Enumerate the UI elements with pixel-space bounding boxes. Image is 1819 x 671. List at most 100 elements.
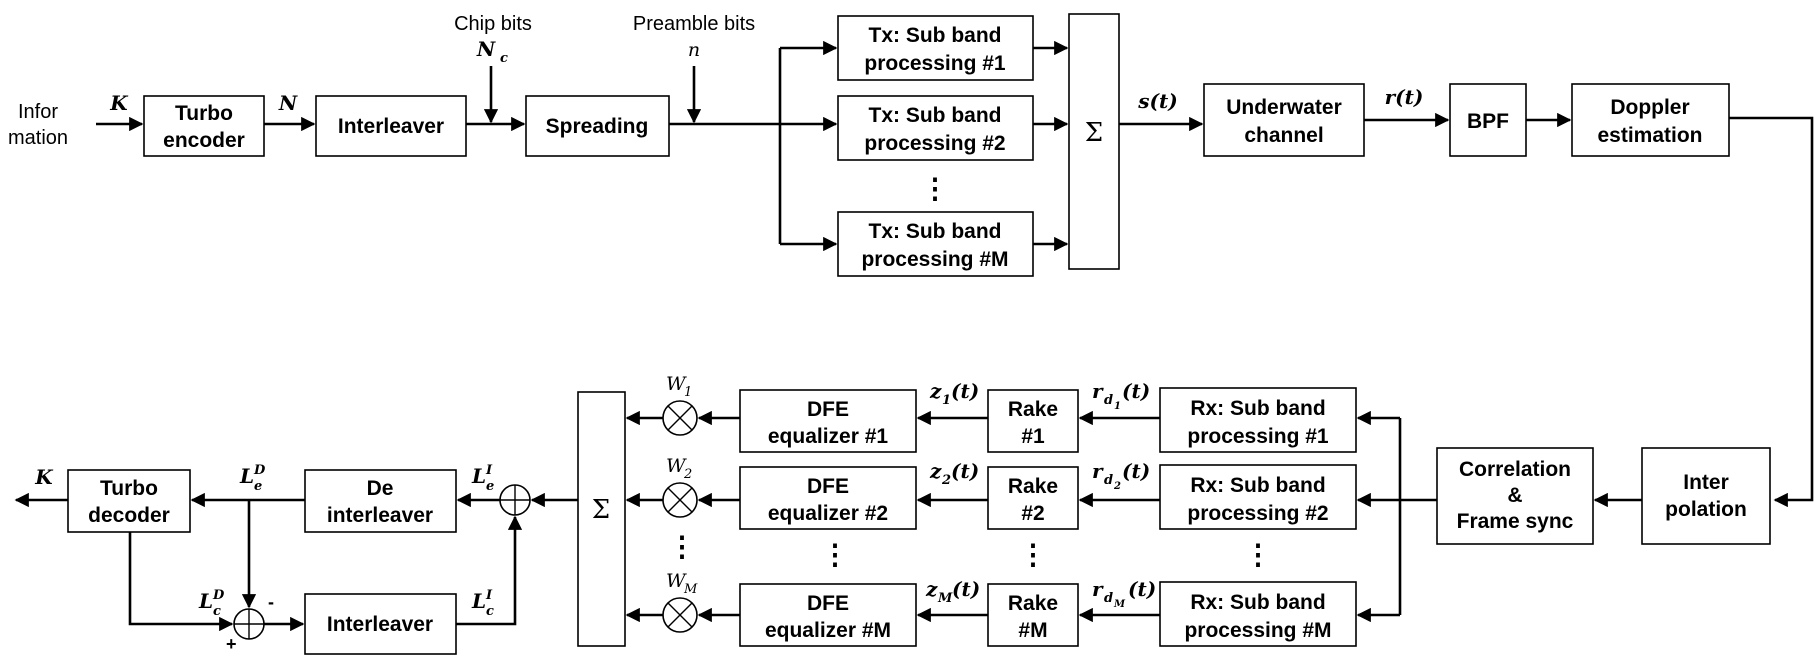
svg-text:L: L [471,464,486,488]
svg-text:1: 1 [942,393,951,408]
svg-text:W: W [666,455,687,477]
dfe-2-block [739,466,917,530]
rake-m-label: Rake [1008,592,1058,615]
svg-text:1: 1 [1114,401,1121,412]
tx-subband-ellipsis: ⋮ [921,173,949,204]
svg-text:(t): (t) [1122,379,1150,403]
preamble-bits-label: Preamble bits [633,13,755,35]
tx-sum-symbol: Σ [1085,118,1103,148]
underwater-channel-label-2: channel [1244,124,1323,147]
rx-subband-1-label: Rx: Sub band [1190,397,1325,420]
rx-chain: Inter polation Correlation & Frame sync … [14,373,1771,655]
svg-text:z: z [925,577,938,601]
underwater-channel-label: Underwater [1226,96,1342,119]
tx-subband-1-label-2: processing #1 [864,52,1006,75]
svg-text:W: W [666,570,687,592]
svg-text:(t): (t) [951,379,979,403]
multiplier-2 [662,482,698,518]
z1-label: z 1 (t) [929,379,979,408]
svg-text:I: I [485,588,493,603]
w1-label: W 1 [666,373,692,400]
rx-sum-symbol: Σ [592,495,610,525]
z2-label: z 2 (t) [929,459,979,488]
rx-subband-2-label: Rx: Sub band [1190,474,1325,497]
rake-1-label: Rake [1008,398,1058,421]
svg-text:L: L [471,589,486,613]
dfe-2-label: DFE [807,475,849,498]
svg-text:c: c [486,604,494,619]
bpf-label: BPF [1467,110,1509,133]
multiplier-1 [662,400,698,436]
svg-text:r: r [1092,459,1104,483]
tx-subband-m-block [837,211,1034,277]
rdm-label: r d M (t) [1092,577,1156,610]
rx-subband-1-block [1159,387,1357,453]
nc-subscript: c [500,51,508,66]
dfe-ellipsis: ⋮ [821,539,849,570]
rd2-label: r d 2 (t) [1092,459,1150,492]
svg-text:L: L [198,589,213,613]
lc-i-label: L c I [471,588,494,619]
svg-text:r: r [1092,379,1104,403]
svg-text:D: D [212,588,225,603]
svg-text:z: z [929,379,942,403]
svg-text:(t): (t) [952,577,980,601]
n-preamble-label: n [688,39,700,61]
svg-text:(t): (t) [951,459,979,483]
dfe-m-label-2: equalizer #M [765,619,891,642]
dfe-1-label-2: equalizer #1 [768,425,889,448]
correlation-frame-sync-block [1436,447,1594,545]
dfe-m-label: DFE [807,592,849,615]
tx-subband-m-label-2: processing #M [861,248,1008,271]
svg-text:2: 2 [683,467,692,482]
information-label: Infor [18,101,58,123]
svg-text:M: M [1113,599,1126,610]
deinterleaver-label: De [367,477,394,500]
rx-subband-2-block [1159,464,1357,530]
svg-text:I: I [485,463,493,478]
adder-bottom [233,608,265,640]
plus-sign: + [226,634,237,654]
svg-text:M: M [683,582,698,597]
svg-text:D: D [253,463,266,478]
k-output-label: K [34,465,54,489]
svg-text:d: d [1104,393,1113,408]
interpolation-block [1641,447,1771,545]
tx-chain: Infor mation K Turbo encoder N Interleav… [8,13,1814,508]
turbo-decoder-label: Turbo [100,477,158,500]
tx-subband-1-label: Tx: Sub band [869,24,1002,47]
turbo-decoder-block [67,469,191,533]
r-t-label: r(t) [1385,85,1424,109]
svg-text:e: e [254,479,262,494]
rx-subband-ellipsis: ⋮ [1244,539,1272,570]
svg-text:d: d [1104,591,1113,606]
information-label-2: mation [8,127,68,149]
svg-text:M: M [937,591,953,606]
spreading-block [525,95,670,157]
multiplier-ellipsis: ⋮ [668,531,696,562]
interpolation-label-2: polation [1665,498,1747,521]
rd1-label: r d 1 (t) [1092,379,1150,412]
tx-subband-2-label: Tx: Sub band [869,104,1002,127]
tx-sum-block [1068,13,1120,270]
interpolation-label: Inter [1683,471,1729,494]
svg-text:z: z [929,459,942,483]
lc-d-label: L c D [198,588,225,619]
doppler-estimation-block [1571,83,1730,157]
deinterleaver-label-2: interleaver [327,504,433,527]
turbo-encoder-block [143,95,265,157]
le-d-label: L e D [239,463,266,494]
adder-top [499,484,531,516]
turbo-encoder-label-2: encoder [163,129,245,152]
svg-text:2: 2 [941,473,951,488]
turbo-encoder-label: Turbo [175,102,233,125]
svg-text:W: W [666,373,687,395]
doppler-estimation-label-2: estimation [1597,124,1702,147]
svg-text:(t): (t) [1122,459,1150,483]
dfe-2-label-2: equalizer #2 [768,502,888,525]
spreading-label: Spreading [546,115,649,138]
rx-subband-1-label-2: processing #1 [1187,425,1329,448]
multiplier-m [662,597,698,633]
wire-doppler-to-interpolation [1729,116,1814,508]
wm-label: W M [666,570,698,597]
